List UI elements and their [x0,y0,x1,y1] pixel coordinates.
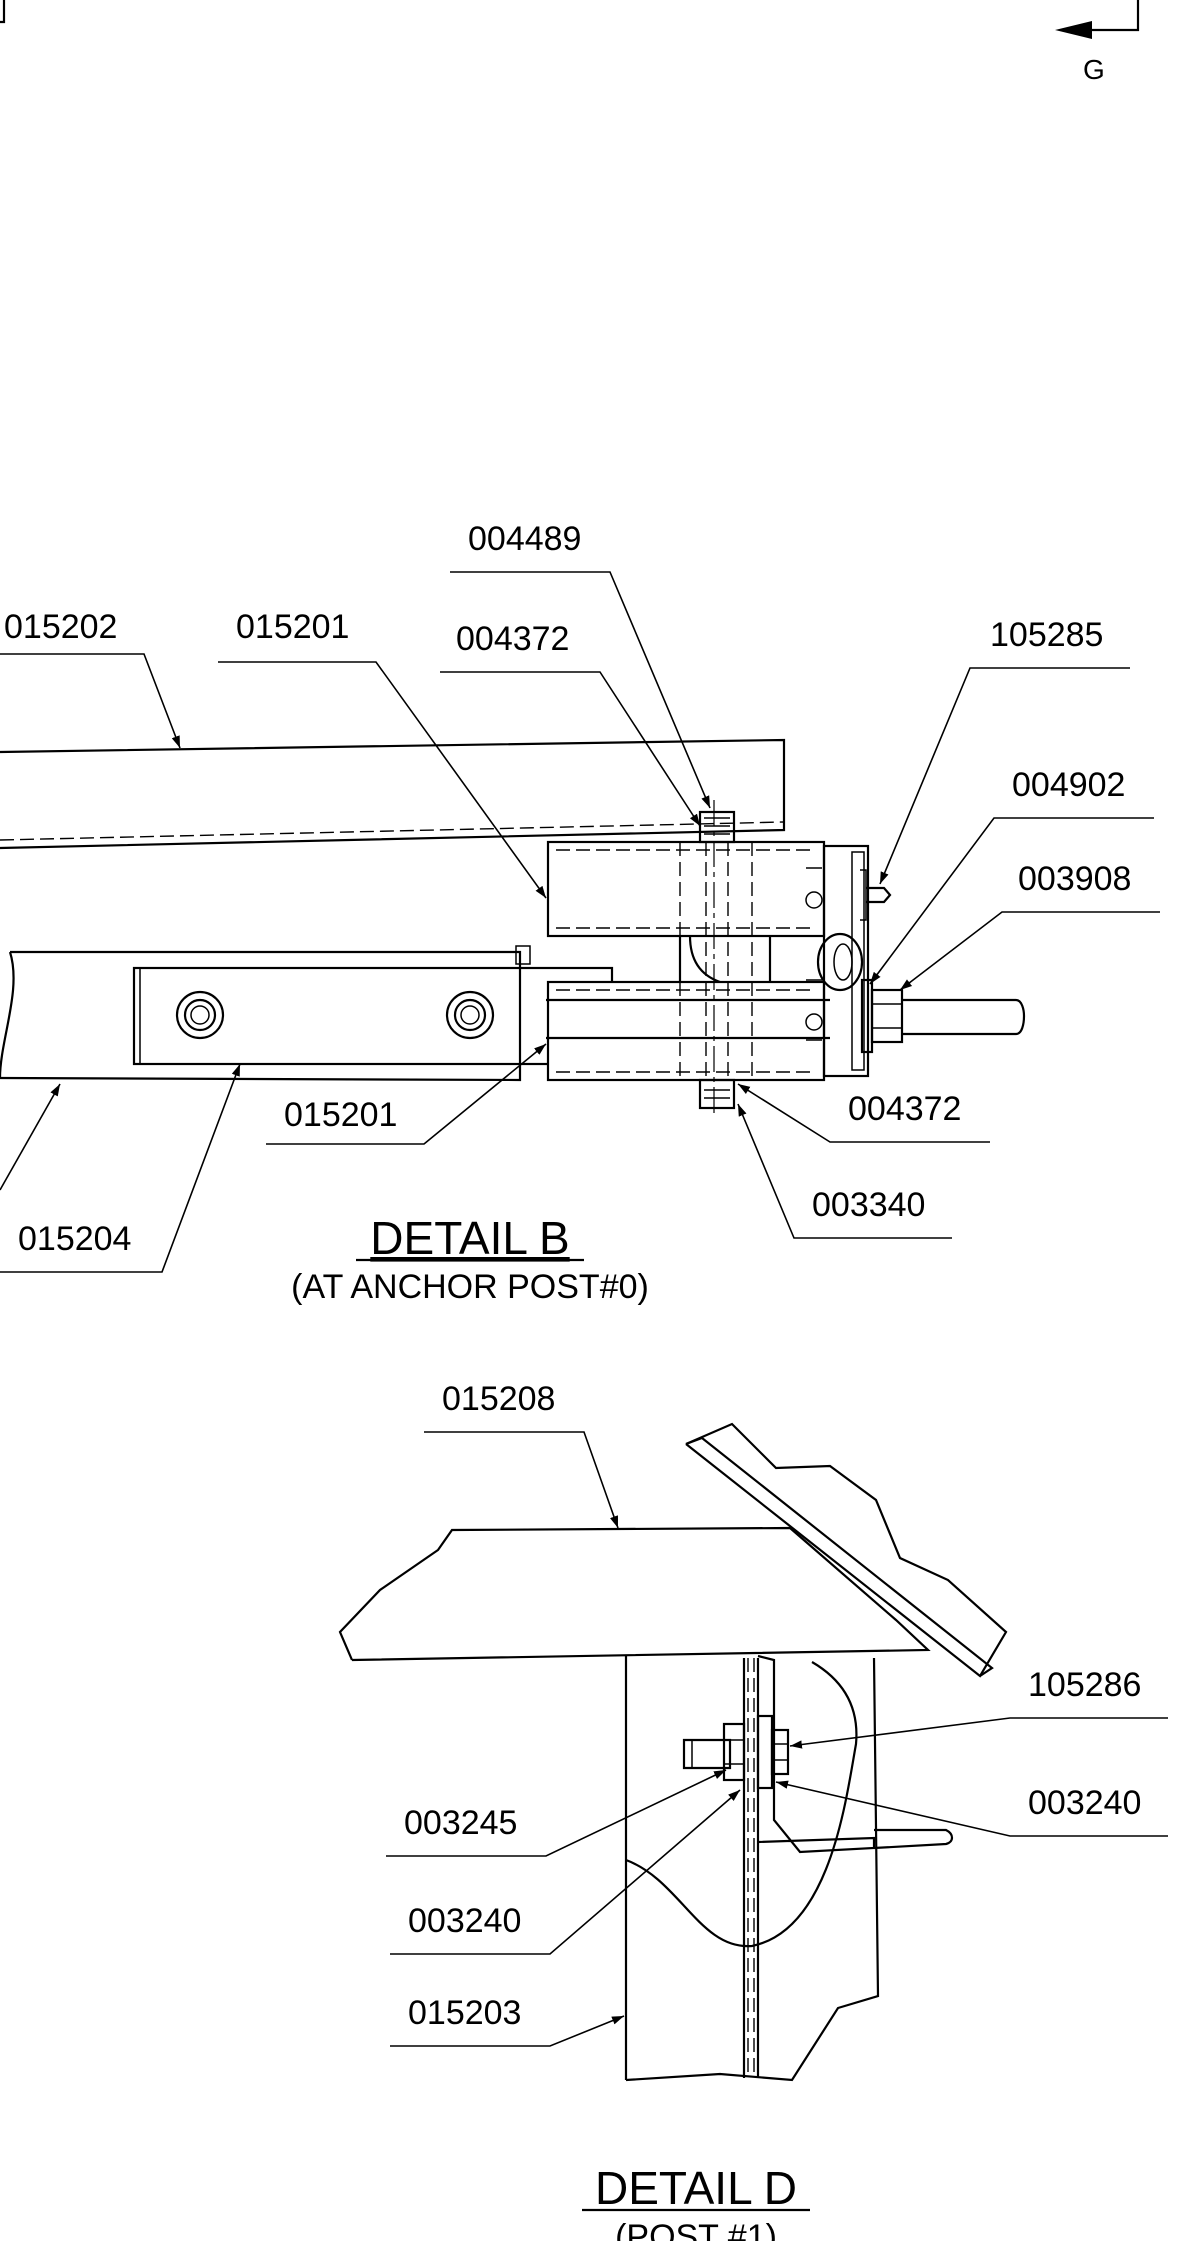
callout-004372-bottom: 004372 [737,1083,990,1143]
section-bracket-left [0,0,6,24]
label-003240-right: 003240 [1028,1784,1141,1822]
section-arrow-g: G [1055,0,1140,85]
label-015202: 015202 [4,608,117,646]
detail-d-drawing [338,1422,1008,2082]
label-015208: 015208 [442,1380,555,1418]
label-004372-bottom: 004372 [848,1090,961,1128]
bolt-head-right [445,990,495,1040]
label-003245: 003245 [404,1804,517,1842]
detail-d-title: DETAIL D [595,2162,797,2214]
callout-105285: 105285 [879,616,1130,885]
label-003240-left: 003240 [408,1902,521,1940]
callout-105286: 105286 [789,1666,1168,1749]
label-015201-bottom: 015201 [284,1096,397,1134]
detail-d-subtitle: (POST #1) [615,2218,777,2241]
label-003340: 003340 [812,1186,925,1224]
section-letter-g: G [1083,54,1105,85]
detail-b-subtitle: (AT ANCHOR POST#0) [291,1268,649,1306]
callout-004489: 004489 [450,520,711,809]
label-105285: 105285 [990,616,1103,654]
detail-b-title: DETAIL B [370,1212,569,1264]
detail-b-drawing [0,738,1026,1116]
label-004489: 004489 [468,520,581,558]
callout-015201-top: 015201 [218,608,547,899]
label-015204: 015204 [18,1220,131,1258]
callout-015204: 015204 [0,1063,241,1273]
label-015203: 015203 [408,1994,521,2032]
callout-015208: 015208 [424,1380,619,1529]
label-015201-top: 015201 [236,608,349,646]
callout-015202: 015202 [0,608,181,749]
label-004372-top: 004372 [456,620,569,658]
callout-003245: 003245 [386,1769,727,1857]
callout-003908: 003908 [899,860,1160,991]
label-004902: 004902 [1012,766,1125,804]
callout-004902: 004902 [869,766,1154,985]
label-003908: 003908 [1018,860,1131,898]
bolt-head-left [175,990,225,1040]
callout-003240-left: 003240 [390,1789,741,1955]
label-105286: 105286 [1028,1666,1141,1704]
callout-015201-bottom: 015201 [266,1043,547,1145]
callout-015203: 015203 [390,1994,625,2047]
callout-003340: 003340 [737,1103,952,1239]
callout-004372-top: 004372 [440,620,701,827]
callout-003240-right: 003240 [775,1780,1168,1837]
